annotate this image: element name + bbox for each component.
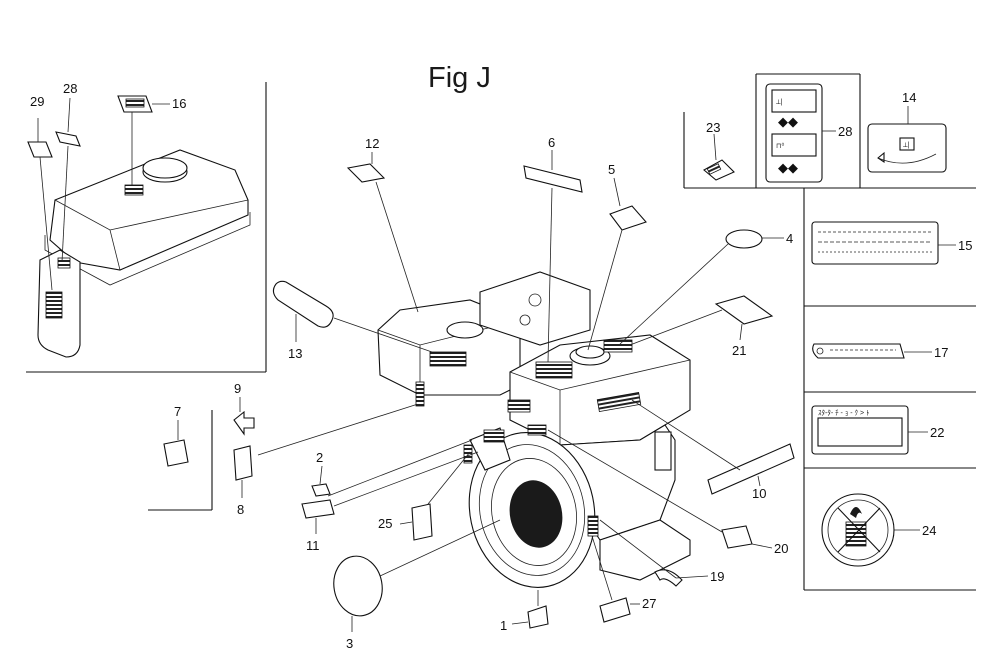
callout-28: 28 (63, 81, 77, 96)
callout-4: 4 (786, 231, 793, 246)
choke-lever-icon: ⟂| (867, 123, 947, 173)
label-25 (411, 503, 433, 541)
label-6 (523, 165, 583, 193)
svg-text:◆◆: ◆◆ (778, 115, 798, 130)
callout-25: 25 (378, 516, 392, 531)
label-28 (55, 131, 81, 147)
label-9 (233, 410, 255, 436)
label-27 (599, 597, 631, 623)
svg-text:⟂|: ⟂| (776, 99, 783, 106)
callout-5: 5 (608, 162, 615, 177)
label-8 (233, 445, 253, 481)
tag-label-17 (812, 343, 905, 359)
figure-title: Fig J (428, 62, 491, 94)
inset-fuel-tank: 29 28 16 (26, 81, 267, 373)
callout-15: 15 (958, 238, 972, 253)
svg-text:⟂|: ⟂| (903, 142, 910, 149)
callout-27: 27 (642, 596, 656, 611)
svg-text:◆◆: ◆◆ (778, 161, 798, 176)
callout-23: 23 (706, 120, 720, 135)
callout-16: 16 (172, 96, 186, 111)
callout-19: 19 (710, 569, 724, 584)
callout-2: 2 (316, 450, 323, 465)
callout-28-decal: 28 (838, 124, 852, 139)
callout-1: 1 (500, 618, 507, 633)
label-22-text: ｽﾀ-ﾀ- ﾁ - ｮ - ｸ > ﾄ (818, 409, 870, 417)
label-2 (311, 483, 331, 497)
callout-29: 29 (30, 94, 44, 109)
label-7 (163, 439, 189, 467)
callout-24: 24 (922, 523, 936, 538)
callout-12: 12 (365, 136, 379, 151)
start-label-22: ｽﾀ-ﾀ- ﾁ - ｮ - ｸ > ﾄ (811, 405, 909, 455)
callout-21: 21 (732, 343, 746, 358)
callout-14: 14 (902, 90, 916, 105)
label-12 (346, 163, 386, 183)
label-5 (609, 205, 647, 231)
info-plate-label-15 (811, 221, 939, 265)
callouts-main: 12 13 6 5 4 21 10 20 (272, 135, 795, 651)
label-4 (725, 229, 763, 249)
no-fire-smoking-icon (821, 493, 895, 567)
label-29 (27, 141, 53, 158)
label-13 (272, 280, 334, 328)
callout-10: 10 (752, 486, 766, 501)
callout-13: 13 (288, 346, 302, 361)
label-1 (527, 605, 549, 629)
engine-assembly (377, 271, 691, 588)
label-3 (333, 555, 383, 617)
callout-8: 8 (237, 502, 244, 517)
callout-17: 17 (934, 345, 948, 360)
inset-23: 23 (683, 112, 756, 189)
callout-22: 22 (930, 425, 944, 440)
label-21 (714, 295, 774, 325)
callout-11: 11 (306, 538, 320, 553)
callout-20: 20 (774, 541, 788, 556)
callout-7: 7 (174, 404, 181, 419)
label-20 (721, 525, 753, 549)
callout-9: 9 (234, 381, 241, 396)
svg-text:⊓⁰: ⊓⁰ (776, 142, 784, 150)
label-10 (707, 443, 795, 495)
callout-3: 3 (346, 636, 353, 651)
fuel-cock-arrows-icon: ⟂| ◆◆ ⊓⁰ ◆◆ (765, 83, 823, 183)
callout-6: 6 (548, 135, 555, 150)
inset-small-labels: 7 8 9 (148, 381, 419, 517)
label-11 (301, 499, 335, 519)
decal-details-panel: ⟂| ◆◆ ⊓⁰ ◆◆ 28 ⟂| 14 15 (755, 73, 976, 591)
